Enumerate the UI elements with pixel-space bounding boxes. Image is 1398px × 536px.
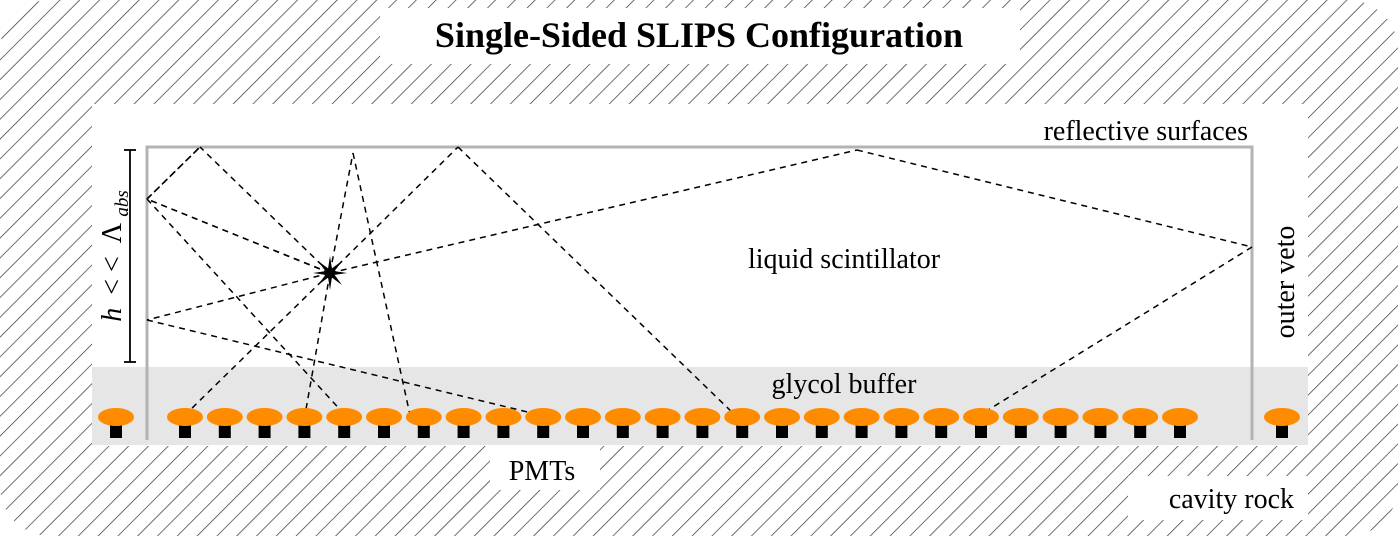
pmt [1264, 408, 1300, 438]
light-ray [146, 272, 331, 321]
title-backing [380, 8, 1020, 64]
light-rays [145, 146, 1253, 416]
pmt [485, 408, 522, 438]
pmts-label-backing [490, 446, 600, 490]
liquid-scintillator-label: liquid scintillator [748, 244, 941, 275]
pmt [565, 408, 601, 438]
diagram-title: Single-Sided SLIPS Configuration [435, 15, 963, 55]
lambda-symbol: Λ [97, 222, 128, 243]
light-ray [199, 146, 331, 274]
light-ray [979, 246, 1253, 416]
scintillation-event-icon [313, 256, 347, 290]
pmt [525, 408, 562, 438]
pmt [445, 408, 482, 438]
pmt [206, 408, 243, 438]
outer-veto-label: outer veto [1270, 226, 1301, 339]
pmt [1162, 408, 1198, 438]
light-ray [304, 272, 331, 416]
light-ray [329, 152, 354, 274]
cavity-rock-label: cavity rock [1169, 484, 1294, 515]
lambda-subscript: abs [112, 190, 133, 216]
pmt [923, 408, 960, 438]
light-ray [457, 146, 736, 416]
pmt [286, 408, 323, 438]
pmt [405, 408, 442, 438]
pmt [1122, 408, 1159, 438]
light-ray [329, 146, 459, 274]
light-ray [352, 152, 411, 416]
glycol-buffer-label: glycol buffer [772, 369, 918, 400]
light-ray [856, 149, 1253, 248]
pmt [644, 408, 681, 438]
pmt [326, 408, 363, 438]
pmts-label: PMTs [509, 456, 576, 487]
reflective-surfaces-label: reflective surfaces [1044, 116, 1248, 147]
pmt [246, 408, 283, 438]
rock-label-backing [1128, 476, 1308, 520]
much-less-than: < < [97, 256, 128, 295]
pmt [604, 408, 641, 438]
pmt [1082, 408, 1119, 438]
height-bracket [124, 149, 136, 363]
pmt [843, 408, 880, 438]
pmt [764, 408, 800, 438]
pmt [883, 408, 920, 438]
light-ray [329, 149, 858, 274]
pmt [803, 408, 840, 438]
pmt [366, 408, 402, 438]
reflective-surfaces [145, 145, 1254, 440]
light-ray [146, 198, 346, 416]
light-ray [146, 319, 541, 416]
pmt [1002, 408, 1039, 438]
pmt [684, 408, 721, 438]
pmt [167, 408, 203, 438]
height-symbol: h [97, 308, 128, 322]
pmt [1042, 408, 1079, 438]
pmt [98, 408, 134, 438]
pmt [963, 408, 999, 438]
light-ray [146, 146, 201, 200]
height-condition-label: h < < Λ abs [97, 190, 133, 322]
light-ray [184, 272, 331, 416]
pmt-array [98, 408, 1300, 438]
pmt [724, 408, 761, 438]
